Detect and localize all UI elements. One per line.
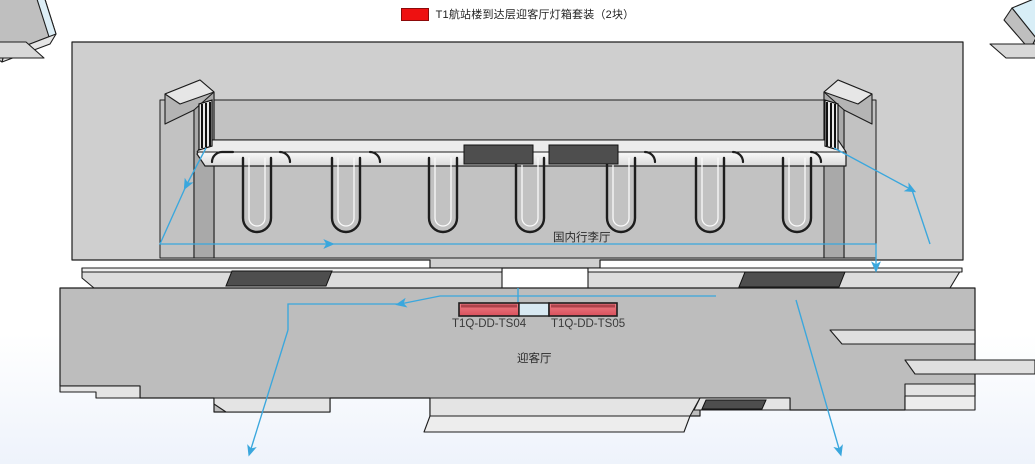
highlight-gap	[518, 302, 550, 317]
corner-fragment-left-lower	[0, 41, 45, 59]
existing-panel-spine-right	[548, 144, 619, 165]
conduit-right	[824, 99, 839, 151]
flow-arrows	[158, 147, 931, 457]
existing-panel-left-band	[225, 270, 333, 287]
existing-panel-lower	[701, 399, 767, 410]
wall-lower-right-upper	[829, 329, 1035, 375]
baggage-hall-floor	[159, 99, 877, 259]
wall-lower-center	[423, 397, 701, 433]
corner-fragment-right-lower	[989, 43, 1035, 59]
wall-lower-left	[59, 385, 141, 399]
existing-panel-right-band	[738, 271, 846, 288]
wall-lower-left2	[213, 397, 331, 413]
conduit-left	[198, 99, 213, 151]
highlight-ts04[interactable]	[458, 302, 520, 317]
existing-panel-spine-left	[463, 144, 534, 165]
highlight-ts05[interactable]	[548, 302, 618, 317]
wall-lower-right	[904, 383, 976, 411]
